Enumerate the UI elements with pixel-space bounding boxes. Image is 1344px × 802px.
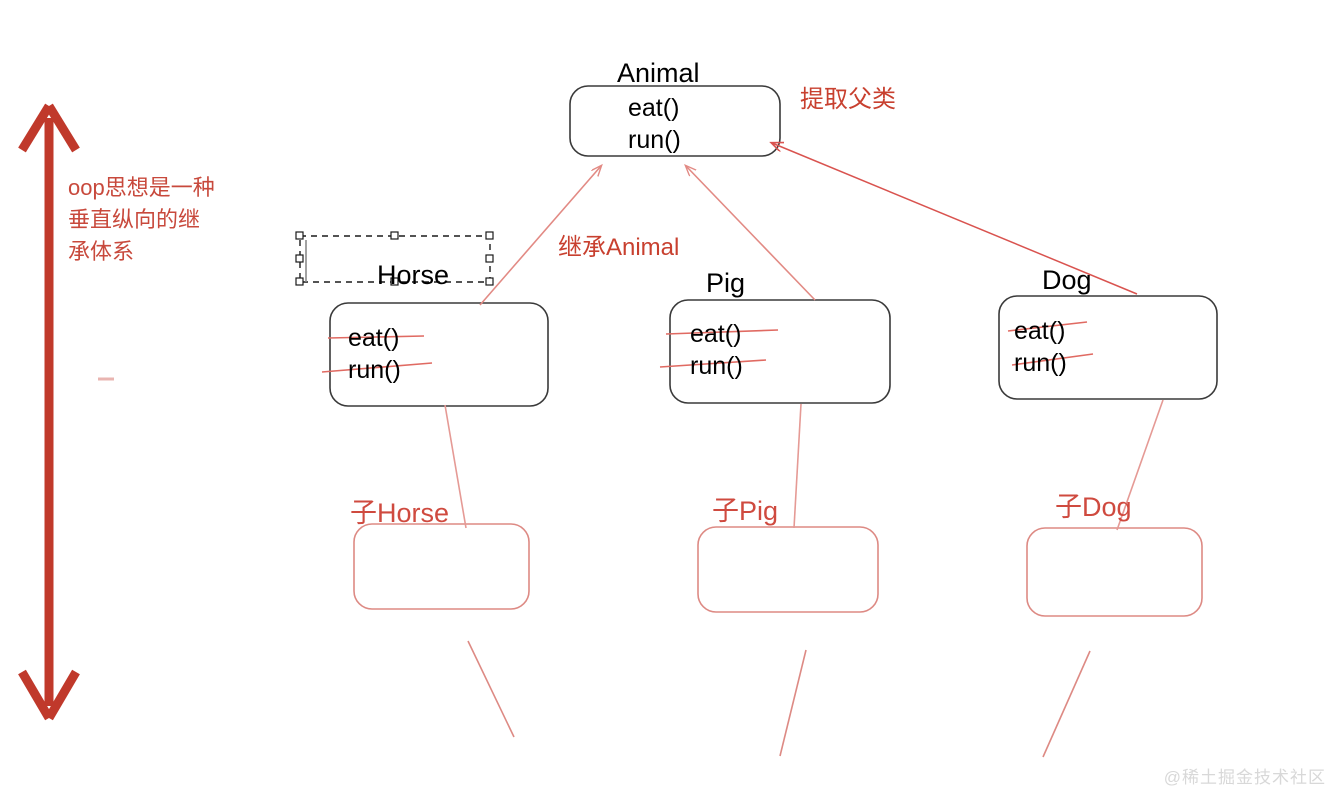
watermark: @稀土掘金技术社区: [1163, 768, 1326, 787]
dog-method-eat: eat(): [1014, 317, 1066, 345]
oop-note-line-2: 垂直纵向的继: [68, 207, 201, 232]
arrow-horse-to-animal: [479, 166, 601, 306]
child-pig-title: 子Pig: [712, 496, 779, 526]
child-dog-box[interactable]: [1026, 527, 1203, 617]
dog-class-box[interactable]: [998, 295, 1218, 400]
annotation-inherit-animal: 继承Animal: [558, 234, 680, 261]
pig-method-run: run(): [690, 352, 743, 380]
oop-note-block: oop思想是一种 垂直纵向的继 承体系: [68, 172, 268, 268]
dog-class-title: Dog: [1042, 265, 1092, 295]
dog-method-run: run(): [1014, 349, 1067, 377]
child-connectors: [444, 399, 1164, 531]
selection-rectangle[interactable]: [295, 231, 494, 286]
pig-class-title: Pig: [706, 268, 746, 298]
trailing-pig: [779, 649, 807, 757]
child-dog-title: 子Dog: [1055, 492, 1132, 522]
arrow-dog-to-animal: [772, 143, 1138, 295]
vertical-double-arrow: [18, 103, 80, 721]
arrow-pig-to-animal: [686, 166, 816, 301]
animal-class-box[interactable]: [569, 85, 781, 157]
connector-horse: [444, 404, 467, 529]
child-horse-title: 子Horse: [350, 498, 450, 528]
oop-note-line-3: 承体系: [68, 239, 135, 264]
trailing-connectors: [467, 640, 1091, 758]
horse-class-box[interactable]: [329, 302, 549, 407]
horse-method-run: run(): [348, 356, 401, 384]
annotation-extract-parent: 提取父类: [800, 86, 896, 113]
horse-class-title: Horse: [377, 260, 450, 290]
animal-class-title: Animal: [617, 58, 700, 88]
trailing-horse: [467, 640, 515, 738]
connector-pig: [793, 403, 802, 529]
trailing-dog: [1042, 650, 1091, 758]
animal-method-run: run(): [628, 126, 681, 154]
child-horse-box[interactable]: [353, 523, 530, 610]
child-pig-box[interactable]: [697, 526, 879, 613]
connector-dog: [1116, 399, 1164, 531]
horse-method-eat: eat(): [348, 324, 400, 352]
oop-note-line-1: oop思想是一种: [68, 175, 215, 200]
pig-method-eat: eat(): [690, 320, 742, 348]
animal-method-eat: eat(): [628, 94, 680, 122]
pig-class-box[interactable]: [669, 299, 891, 404]
inheritance-arrows: [479, 143, 1138, 306]
strikethrough-marks: [321, 321, 1094, 373]
